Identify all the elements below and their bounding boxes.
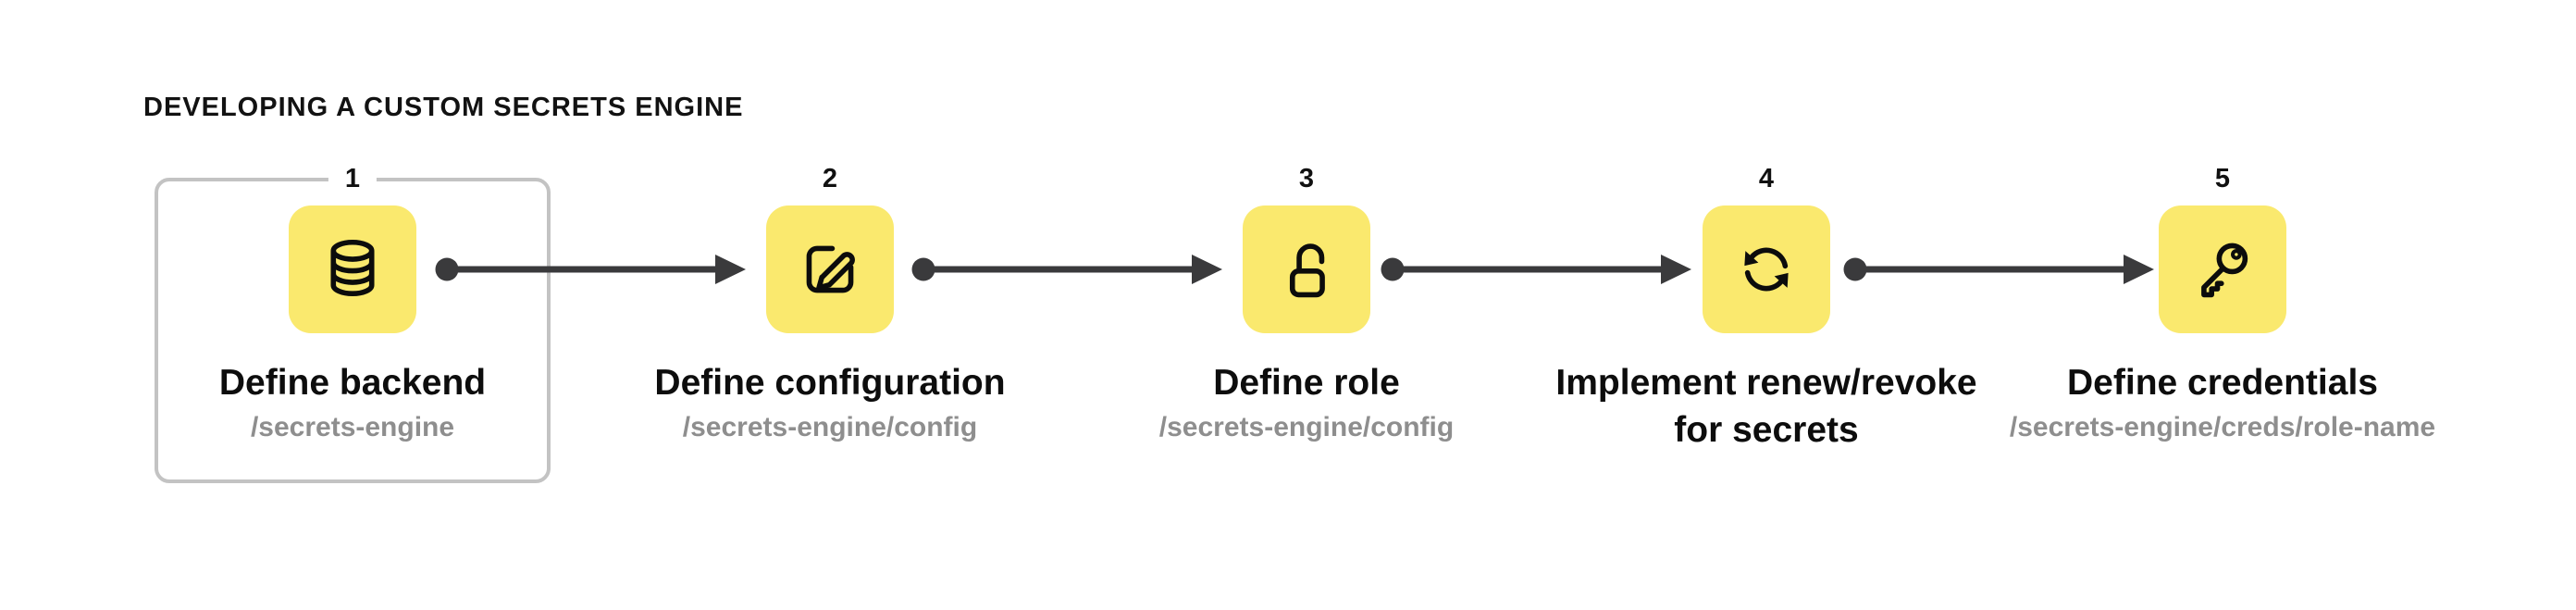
step-title-line: Define backend bbox=[218, 363, 487, 403]
step-title: Define role bbox=[1010, 359, 1603, 406]
step-tile-define-configuration bbox=[766, 205, 894, 333]
connector-arrow-4-5 bbox=[1843, 255, 2154, 284]
step-number-5: 5 bbox=[2214, 164, 2231, 193]
step-tile-implement-renew-revoke bbox=[1703, 205, 1830, 333]
connector-arrow-2-3 bbox=[911, 255, 1222, 284]
step-title-line: for secrets bbox=[1674, 410, 1859, 450]
step-text-implement-renew-revoke: Implement renew/revoke for secrets bbox=[1470, 359, 2062, 454]
step-title: Implement renew/revoke for secrets bbox=[1507, 359, 2025, 454]
step-title-line: Define role bbox=[1213, 363, 1400, 403]
step-path: /secrets-engine/config bbox=[1158, 412, 1455, 442]
database-icon bbox=[330, 239, 375, 297]
step-title: Define configuration bbox=[534, 359, 1126, 406]
step-text-define-credentials: Define credentials /secrets-engine/creds… bbox=[1926, 359, 2519, 449]
step-text-define-configuration: Define configuration /secrets-engine/con… bbox=[534, 359, 1126, 449]
step-title-line: Define credentials bbox=[2067, 363, 2378, 403]
unlock-icon bbox=[1289, 243, 1325, 298]
step-title: Define credentials bbox=[1926, 359, 2519, 406]
step-tile-define-role bbox=[1243, 205, 1370, 333]
connector-arrow-1-2 bbox=[435, 255, 746, 284]
step-number-2: 2 bbox=[822, 164, 838, 193]
step-title-line: Define configuration bbox=[654, 363, 1006, 403]
step-number-1: 1 bbox=[328, 163, 378, 194]
diagram-title: DEVELOPING A CUSTOM SECRETS ENGINE bbox=[143, 93, 744, 122]
step-text-define-role: Define role /secrets-engine/config bbox=[1010, 359, 1603, 449]
step-path: /secrets-engine bbox=[250, 412, 455, 442]
step-path: /secrets-engine/creds/role-name bbox=[2009, 412, 2436, 442]
step-number-4: 4 bbox=[1758, 164, 1775, 193]
key-icon bbox=[2201, 243, 2248, 298]
step-text-define-backend: Define backend /secrets-engine bbox=[56, 359, 649, 449]
connector-arrow-3-4 bbox=[1381, 255, 1691, 284]
step-tile-define-credentials bbox=[2159, 205, 2286, 333]
step-title-line: Implement renew/revoke bbox=[1555, 363, 1977, 403]
step-number-3: 3 bbox=[1298, 164, 1315, 193]
edit-icon bbox=[806, 245, 855, 293]
step-path: /secrets-engine/config bbox=[682, 412, 978, 442]
refresh-icon bbox=[1744, 247, 1789, 292]
step-tile-define-backend bbox=[289, 205, 416, 333]
step-title: Define backend bbox=[56, 359, 649, 406]
